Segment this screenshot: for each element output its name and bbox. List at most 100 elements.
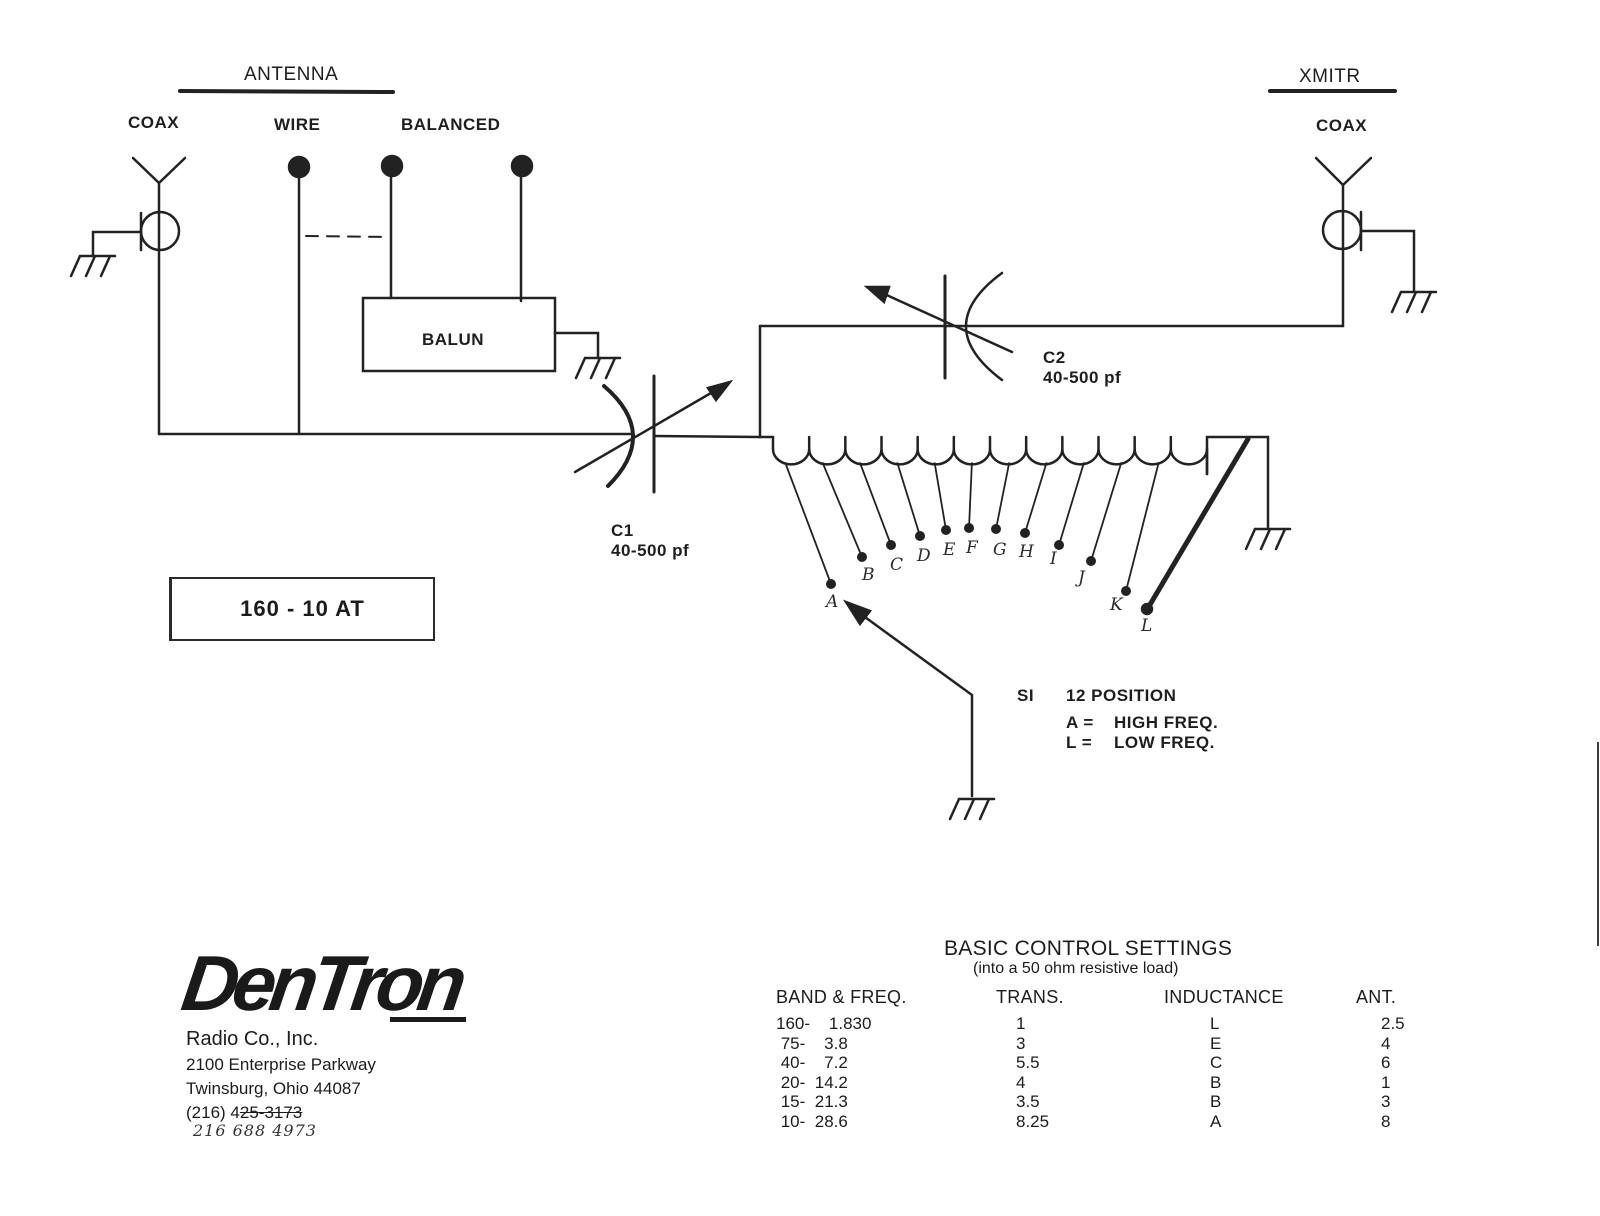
c1-variable-capacitor-icon bbox=[573, 374, 762, 494]
ground-icon bbox=[1390, 290, 1438, 314]
header-ant: ANT. bbox=[1356, 987, 1397, 1007]
cell-ant: 4 bbox=[1381, 1033, 1391, 1053]
tap-lead-f bbox=[968, 462, 973, 529]
settings-table-title: BASIC CONTROL SETTINGS bbox=[944, 937, 1233, 960]
cell-band: 160- 1.830 bbox=[776, 1014, 872, 1033]
tap-lead-e bbox=[933, 462, 947, 531]
tap-label-j: J bbox=[1078, 568, 1085, 588]
tap-lead-c bbox=[858, 462, 892, 546]
settings-table-subtitle: (into a 50 ohm resistive load) bbox=[973, 960, 1179, 977]
company-address-line2: Twinsburg, Ohio 44087 bbox=[186, 1079, 361, 1098]
xmitr-coax-label: COAX bbox=[1316, 116, 1368, 135]
cell-ant: 1 bbox=[1381, 1072, 1391, 1092]
tap-lead-h bbox=[1024, 462, 1048, 534]
balanced-terminals-icon bbox=[380, 154, 534, 303]
tap-lead-g bbox=[995, 462, 1011, 530]
model-box: 160 - 10 AT bbox=[169, 577, 435, 641]
tap-label-b: B bbox=[862, 565, 875, 585]
tapped-coil-icon bbox=[758, 435, 1270, 529]
switch-legend-l-key: L = bbox=[1066, 733, 1093, 752]
cell-band: 10- 28.6 bbox=[776, 1111, 848, 1131]
company-name: Radio Co., Inc. bbox=[186, 1028, 319, 1050]
cell-inductance: E bbox=[1210, 1033, 1222, 1053]
switch-positions: 12 POSITION bbox=[1066, 686, 1177, 705]
cell-inductance: B bbox=[1210, 1072, 1222, 1092]
tap-label-d: D bbox=[917, 546, 931, 566]
tap-label-l: L bbox=[1141, 616, 1153, 636]
cell-trans: 5.5 bbox=[1016, 1053, 1040, 1072]
tap-label-c: C bbox=[890, 555, 904, 575]
switch-name: SI bbox=[1017, 686, 1035, 705]
tap-contact-j bbox=[1086, 556, 1096, 566]
tap-label-f: F bbox=[966, 538, 978, 558]
tap-contact-d bbox=[915, 531, 925, 541]
tap-label-h: H bbox=[1019, 542, 1034, 562]
cell-ant: 6 bbox=[1381, 1053, 1391, 1072]
header-trans: TRANS. bbox=[996, 987, 1064, 1007]
ground-icon bbox=[69, 254, 117, 278]
tap-contact-g bbox=[991, 524, 1001, 534]
tap-lead-j bbox=[1090, 462, 1123, 562]
ground-icon bbox=[948, 797, 996, 821]
phone-struck-digits: 25-3173 bbox=[239, 1103, 303, 1122]
cell-inductance: A bbox=[1210, 1111, 1222, 1131]
antenna-heading: ANTENNA bbox=[244, 64, 339, 85]
antenna-balanced-label: BALANCED bbox=[401, 115, 501, 134]
tap-lead-i bbox=[1058, 462, 1085, 546]
header-band-freq: BAND & FREQ. bbox=[776, 987, 907, 1007]
tap-contact-c bbox=[886, 540, 896, 550]
tap-contact-i bbox=[1054, 540, 1064, 550]
header-inductance: INDUCTANCE bbox=[1164, 987, 1284, 1007]
cell-ant: 8 bbox=[1381, 1111, 1391, 1131]
switch-legend-l-value: LOW FREQ. bbox=[1114, 733, 1215, 752]
cell-ant: 2.5 bbox=[1381, 1014, 1405, 1033]
antenna-rule bbox=[178, 89, 395, 94]
ground-icon bbox=[574, 356, 622, 380]
ground-icon bbox=[1244, 527, 1292, 551]
balun-box bbox=[361, 296, 557, 373]
logo-underline bbox=[390, 1017, 466, 1022]
switch-legend-a-value: HIGH FREQ. bbox=[1114, 713, 1219, 732]
scan-edge-line bbox=[1597, 742, 1599, 946]
cell-ant: 3 bbox=[1381, 1092, 1391, 1111]
c2-range: 40-500 pf bbox=[1043, 368, 1122, 387]
cell-inductance: C bbox=[1210, 1053, 1223, 1072]
cell-band: 75- 3.8 bbox=[776, 1033, 848, 1053]
tap-contact-b bbox=[857, 552, 867, 562]
cell-trans: 3 bbox=[1016, 1033, 1026, 1053]
dashed-jumper bbox=[305, 235, 390, 238]
coil-taps bbox=[784, 462, 1160, 596]
phone-prefix: (216) 4 bbox=[186, 1103, 240, 1122]
tap-contact-a bbox=[826, 579, 836, 589]
cell-inductance: L bbox=[1210, 1014, 1220, 1033]
tap-contact-e bbox=[941, 525, 951, 535]
tap-contact-k bbox=[1121, 586, 1131, 596]
tap-label-a: A bbox=[826, 592, 839, 612]
company-phone: (216) 425-3173 bbox=[186, 1103, 302, 1123]
cell-band: 20- 14.2 bbox=[776, 1072, 848, 1092]
company-address-line1: 2100 Enterprise Parkway bbox=[186, 1055, 376, 1074]
dentron-logo: DenTron bbox=[176, 939, 467, 1027]
antenna-coax-label: COAX bbox=[128, 113, 180, 132]
switch-arm-l bbox=[1145, 436, 1251, 611]
c2-variable-capacitor-icon bbox=[863, 271, 1014, 382]
antenna-wire-label: WIRE bbox=[274, 115, 321, 134]
handwritten-phone: 216 688 4973 bbox=[193, 1121, 317, 1140]
tap-lead-d bbox=[896, 462, 921, 537]
tap-contact-h bbox=[1020, 528, 1030, 538]
tap-label-k: K bbox=[1110, 595, 1123, 615]
tap-lead-b bbox=[821, 462, 863, 558]
model-label: 160 - 10 AT bbox=[240, 596, 365, 621]
antenna-coax-connector-icon bbox=[91, 156, 187, 436]
cell-trans: 4 bbox=[1016, 1072, 1026, 1092]
tap-label-e: E bbox=[943, 540, 956, 560]
tap-label-i: I bbox=[1050, 549, 1057, 569]
c1-name: C1 bbox=[611, 521, 634, 540]
wire-terminal-icon bbox=[287, 155, 311, 436]
xmitr-heading: XMITR bbox=[1299, 66, 1361, 87]
tap-lead-a bbox=[784, 462, 832, 585]
c1-range: 40-500 pf bbox=[611, 541, 690, 560]
cell-band: 15- 21.3 bbox=[776, 1092, 848, 1111]
cell-trans: 1 bbox=[1016, 1014, 1026, 1033]
